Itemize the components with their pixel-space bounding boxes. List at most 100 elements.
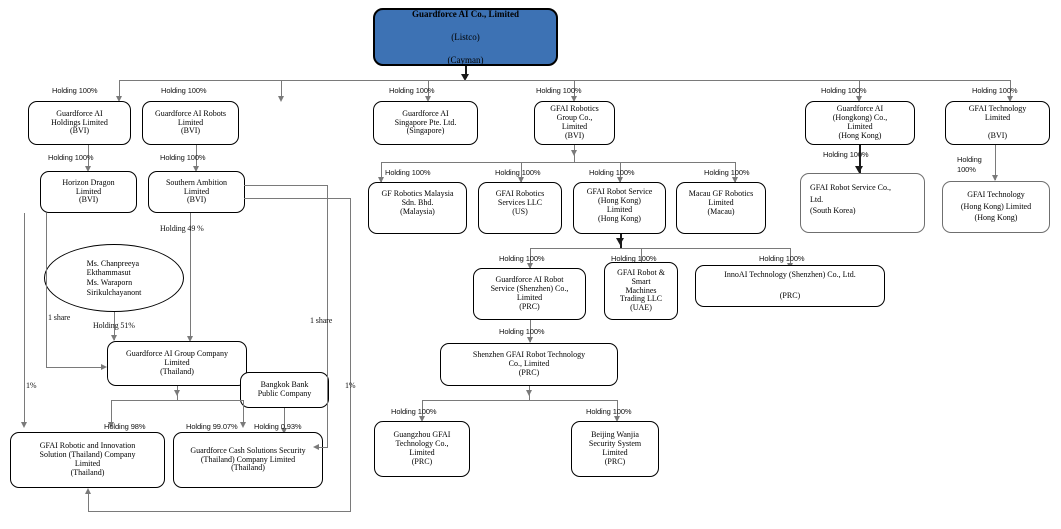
label-holding-holdings: Holding 100% xyxy=(52,86,98,95)
node-gf-robotics-malaysia[interactable]: GF Robotics Malaysia Sdn. Bhd. (Malaysia… xyxy=(368,182,467,234)
root-label: Guardforce AI Co., Limited (Listco) (Cay… xyxy=(411,8,520,66)
arrow-tech-hk xyxy=(991,175,998,181)
node-gf-cash-solutions-thailand[interactable]: Guardforce Cash Solutions Security (Thai… xyxy=(173,432,323,488)
arrow-shenzhen-robot-tech xyxy=(526,337,533,343)
arrow-guangzhou xyxy=(418,416,425,422)
drop-us xyxy=(521,162,522,182)
arrow-us xyxy=(517,177,524,183)
bus-top xyxy=(119,80,1011,81)
node-gfai-robot-smart-uae[interactable]: GFAI Robot & Smart Machines Trading LLC … xyxy=(604,262,678,320)
edge-shenzhen-to-robot-tech xyxy=(530,320,531,342)
edge-1pct-left-v xyxy=(24,213,25,425)
label-holding-hk-service: Holding 100% xyxy=(589,168,635,177)
node-gf-robotics-malaysia-label: GF Robotics Malaysia Sdn. Bhd. (Malaysia… xyxy=(381,189,454,216)
node-gfai-robot-service-hk[interactable]: GFAI Robot Service (Hong Kong) Limited (… xyxy=(573,182,666,234)
arrow-shenzhen-service xyxy=(526,263,533,269)
drop-innoai xyxy=(790,248,791,268)
label-holding-shenzhen: Holding 100% xyxy=(499,254,545,263)
node-gfai-robot-service-korea-label: GFAI Robot Service Co., Ltd. (South Kore… xyxy=(810,183,891,216)
arrow-robotics-group xyxy=(570,96,577,102)
label-holding-hongkong: Holding 100% xyxy=(821,86,867,95)
node-macau-gf-robotics[interactable]: Macau GF Robotics Limited (Macau) xyxy=(676,182,766,234)
label-holding-robotics-group: Holding 100% xyxy=(536,86,582,95)
label-1pct-right: 1% xyxy=(345,381,356,390)
drop-macau xyxy=(735,162,736,182)
label-holding-beijing: Holding 100% xyxy=(586,407,632,416)
edge-southern-49 xyxy=(190,213,191,340)
label-holding-robots: Holding 100% xyxy=(161,86,207,95)
edge-1share-right-h xyxy=(244,185,328,186)
node-southern-ambition[interactable]: Southern Ambition Limited (BVI) xyxy=(148,171,245,213)
node-gfai-robotics-group[interactable]: GFAI Robotics Group Co., Limited (BVI) xyxy=(534,101,615,145)
node-innoai-shenzhen-label: InnoAI Technology (Shenzhen) Co., Ltd. (… xyxy=(724,269,856,301)
arrow-singapore xyxy=(424,96,431,102)
drop-holdings xyxy=(119,80,120,100)
node-bangkok-bank[interactable]: Bangkok Bank Public Company xyxy=(240,372,329,408)
drop-robots xyxy=(281,80,282,100)
arrow-korea xyxy=(854,166,863,173)
arrow-thai-9907 xyxy=(239,422,246,428)
node-horizon-dragon[interactable]: Horizon Dragon Limited (BVI) xyxy=(40,171,137,213)
node-individual-shareholders[interactable]: Ms. Chanpreeya Ekthammasut Ms. Waraporn … xyxy=(44,244,184,312)
bus-robotics-group xyxy=(381,162,735,163)
arrow-hongkong xyxy=(855,96,862,102)
drop-beijing xyxy=(617,400,618,420)
node-gf-ai-robot-service-shenzhen-label: Guardforce AI Robot Service (Shenzhen) C… xyxy=(490,275,569,311)
arrow-individuals-51 xyxy=(110,335,117,341)
node-gf-ai-singapore[interactable]: Guardforce AI Singapore Pte. Ltd. (Singa… xyxy=(373,101,478,145)
node-gfai-technology-bvi[interactable]: GFAI Technology Limited (BVI) xyxy=(945,101,1050,145)
node-gf-ai-hongkong-label: Guardforce AI (Hongkong) Co., Limited (H… xyxy=(832,104,888,140)
node-beijing-wanjia[interactable]: Beijing Wanjia Security System Limited (… xyxy=(571,421,659,477)
node-individual-shareholders-label: Ms. Chanpreeya Ekthammasut Ms. Waraporn … xyxy=(86,258,142,297)
edge-individuals-51 xyxy=(114,312,115,340)
arrow-beijing xyxy=(613,416,620,422)
drop-thai-9907 xyxy=(243,400,244,426)
node-gf-ai-robots[interactable]: Guardforce AI Robots Limited (BVI) xyxy=(142,101,239,145)
bus-shenzhen xyxy=(530,248,790,249)
node-guangzhou-gfai-label: Guangzhou GFAI Technology Co., Limited (… xyxy=(393,430,451,466)
node-innoai-shenzhen[interactable]: InnoAI Technology (Shenzhen) Co., Ltd. (… xyxy=(695,265,885,307)
label-holding-technology: Holding 100% xyxy=(972,86,1018,95)
drop-hongkong xyxy=(859,80,860,100)
label-holding-093: Holding 0.93% xyxy=(254,422,302,431)
node-gfai-robotics-services-us[interactable]: GFAI Robotics Services LLC (US) xyxy=(478,182,562,234)
label-holding-southern: Holding 100% xyxy=(160,153,206,162)
label-holding-51: Holding 51% xyxy=(93,321,135,330)
arrow-southern-49 xyxy=(186,336,193,342)
node-gfai-robotics-group-label: GFAI Robotics Group Co., Limited (BVI) xyxy=(550,104,599,140)
arrow-robots xyxy=(277,96,284,102)
arrow-thai-group-stem xyxy=(173,390,180,396)
node-gfai-robotics-services-us-label: GFAI Robotics Services LLC (US) xyxy=(495,189,545,216)
node-gf-ai-group-thailand[interactable]: Guardforce AI Group Company Limited (Tha… xyxy=(107,341,247,386)
label-holding-innoai: Holding 100% xyxy=(759,254,805,263)
arrow-1share-right xyxy=(313,443,319,450)
drop-thai-98 xyxy=(111,400,112,426)
node-gfai-robot-service-korea[interactable]: GFAI Robot Service Co., Ltd. (South Kore… xyxy=(800,173,925,233)
drop-uae xyxy=(641,248,642,268)
edge-1pct-right-bottom xyxy=(88,511,351,512)
node-southern-ambition-label: Southern Ambition Limited (BVI) xyxy=(165,177,228,205)
node-gfai-technology-hk[interactable]: GFAI Technology (Hong Kong) Limited (Hon… xyxy=(942,181,1050,233)
drop-technology xyxy=(1010,80,1011,100)
edge-1pct-right-h xyxy=(244,198,351,199)
arrow-robotics-group-stem xyxy=(570,150,577,156)
node-gf-ai-hongkong[interactable]: Guardforce AI (Hongkong) Co., Limited (H… xyxy=(805,101,915,145)
node-gf-ai-holdings[interactable]: Guardforce AI Holdings Limited (BVI) xyxy=(28,101,131,145)
node-gf-ai-robot-service-shenzhen[interactable]: Guardforce AI Robot Service (Shenzhen) C… xyxy=(473,268,586,320)
arrow-horizon-1share xyxy=(101,363,107,370)
node-root-guardforce-ai[interactable]: Guardforce AI Co., Limited (Listco) (Cay… xyxy=(373,8,558,66)
node-gfai-technology-bvi-label: GFAI Technology Limited (BVI) xyxy=(968,104,1027,140)
edge-root-stem xyxy=(465,66,467,78)
edge-1pct-right-v xyxy=(350,198,351,511)
label-holding-98: Holding 98% xyxy=(104,422,146,431)
node-gfai-robot-service-hk-label: GFAI Robot Service (Hong Kong) Limited (… xyxy=(586,187,653,223)
label-holding-singapore: Holding 100% xyxy=(389,86,435,95)
drop-robotics-group xyxy=(574,80,575,100)
edge-1share-right-h2 xyxy=(318,447,328,448)
label-holding-49: Holding 49 % xyxy=(160,224,204,233)
node-shenzhen-gfai-robot-tech-label: Shenzhen GFAI Robot Technology Co., Limi… xyxy=(472,350,586,377)
node-guangzhou-gfai[interactable]: Guangzhou GFAI Technology Co., Limited (… xyxy=(374,421,470,477)
node-gfai-robotic-innovation-thailand[interactable]: GFAI Robotic and Innovation Solution (Th… xyxy=(10,432,165,488)
node-shenzhen-gfai-robot-tech[interactable]: Shenzhen GFAI Robot Technology Co., Limi… xyxy=(440,343,618,386)
node-horizon-dragon-label: Horizon Dragon Limited (BVI) xyxy=(62,177,115,205)
